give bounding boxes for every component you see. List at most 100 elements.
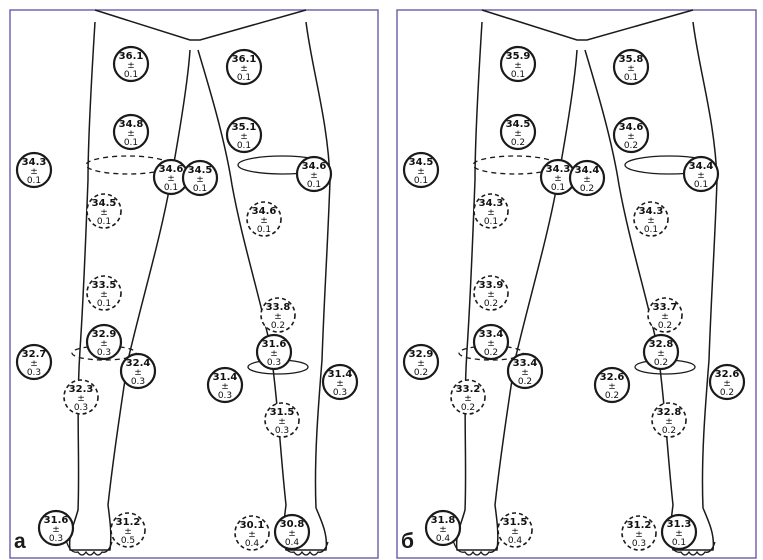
temperature-error: 0.1: [307, 180, 321, 190]
temperature-marker: 34.3±0.1: [634, 202, 668, 236]
temperature-marker: 32.9±0.2: [404, 345, 438, 379]
temperature-marker: 31.2±0.5: [111, 513, 145, 547]
temperature-error: 0.1: [644, 225, 658, 235]
temperature-marker: 36.1±0.1: [227, 50, 261, 84]
temperature-error: 0.4: [285, 538, 300, 548]
temperature-marker: 36.1±0.1: [114, 47, 148, 81]
temperature-marker: 31.4±0.3: [323, 365, 357, 399]
temperature-marker: 34.5±0.2: [501, 115, 535, 149]
temperature-marker: 34.3±0.1: [474, 194, 508, 228]
temperature-error: 0.1: [97, 217, 111, 227]
temperature-error: 0.3: [632, 539, 646, 549]
temperature-error: 0.2: [518, 377, 532, 387]
temperature-error: 0.1: [624, 73, 638, 83]
temperature-error: 0.1: [237, 73, 251, 83]
left-foot-outline: [453, 540, 499, 555]
temperature-error: 0.1: [193, 184, 207, 194]
temperature-marker: 31.5±0.3: [265, 403, 299, 437]
temperature-error: 0.2: [720, 388, 734, 398]
temperature-error: 0.2: [484, 348, 498, 358]
temperature-marker: 34.8±0.1: [114, 115, 148, 149]
temperature-error: 0.3: [333, 388, 347, 398]
right-leg-outline: [585, 22, 717, 550]
temperature-marker: 32.8±0.2: [644, 335, 678, 369]
temperature-error: 0.1: [484, 217, 498, 227]
temperature-error: 0.5: [121, 536, 135, 546]
temperature-marker: 31.6±0.3: [39, 511, 73, 545]
temperature-marker: 35.1±0.1: [227, 118, 261, 152]
temperature-marker: 34.5±0.1: [183, 161, 217, 195]
temperature-error: 0.3: [218, 391, 232, 401]
temperature-marker: 33.8±0.2: [261, 298, 295, 332]
temperature-marker: 32.6±0.2: [710, 365, 744, 399]
temperature-marker: 34.5±0.1: [87, 194, 121, 228]
temperature-marker: 30.8±0.4: [275, 515, 309, 549]
temperature-error: 0.2: [658, 321, 672, 331]
temperature-error: 0.4: [436, 534, 451, 544]
temperature-marker: 31.5±0.4: [498, 513, 532, 547]
temperature-error: 0.1: [124, 138, 138, 148]
temperature-marker: 31.4±0.3: [208, 368, 242, 402]
temperature-error: 0.2: [654, 358, 668, 368]
temperature-error: 0.3: [74, 403, 88, 413]
temperature-marker: 34.5±0.1: [404, 153, 438, 187]
panel-frame: [10, 10, 378, 558]
temperature-error: 0.1: [672, 538, 686, 548]
panel-letter: а: [14, 530, 26, 553]
temperature-marker: 31.8±0.4: [426, 511, 460, 545]
temperature-error: 0.1: [257, 225, 271, 235]
temperature-error: 0.1: [414, 176, 428, 186]
temperature-error: 0.2: [511, 138, 525, 148]
temperature-error: 0.2: [624, 141, 638, 151]
temperature-error: 0.3: [97, 348, 111, 358]
temperature-marker: 30.1±0.4: [235, 516, 269, 550]
temperature-error: 0.3: [131, 377, 145, 387]
temperature-error: 0.2: [271, 321, 285, 331]
panel-b: 35.9±0.1 34.5±0.2 34.5±0.1 34.3±0.1 34.3±0.1…: [397, 10, 756, 558]
temperature-error: 0.2: [461, 403, 475, 413]
temperature-error: 0.1: [511, 70, 525, 80]
temperature-marker: 35.8±0.1: [614, 50, 648, 84]
temperature-error: 0.2: [662, 426, 676, 436]
temperature-error: 0.3: [267, 358, 281, 368]
temperature-marker: 33.4±0.2: [474, 325, 508, 359]
temperature-error: 0.1: [694, 180, 708, 190]
temperature-marker: 31.3±0.1: [662, 515, 696, 549]
temperature-marker: 33.5±0.1: [87, 276, 121, 310]
temperature-marker: 32.4±0.3: [121, 354, 155, 388]
panel-letter: б: [401, 530, 414, 553]
left-foot-outline: [66, 540, 112, 555]
temperature-marker: 32.7±0.3: [17, 345, 51, 379]
temperature-marker: 34.4±0.2: [570, 161, 604, 195]
temperature-error: 0.4: [245, 539, 260, 549]
temperature-error: 0.2: [484, 299, 498, 309]
temperature-error: 0.3: [275, 426, 289, 436]
temperature-error: 0.1: [237, 141, 251, 151]
pelvis-outline: [95, 10, 306, 40]
temperature-marker: 34.6±0.1: [297, 157, 331, 191]
temperature-marker: 31.2±0.3: [622, 516, 656, 550]
temperature-marker: 33.9±0.2: [474, 276, 508, 310]
temperature-error: 0.3: [27, 368, 41, 378]
temperature-marker: 35.9±0.1: [501, 47, 535, 81]
temperature-error: 0.2: [414, 368, 428, 378]
temperature-marker: 32.3±0.3: [64, 380, 98, 414]
temperature-error: 0.1: [124, 70, 138, 80]
temperature-marker: 31.6±0.3: [257, 335, 291, 369]
temperature-error: 0.1: [97, 299, 111, 309]
temperature-marker: 32.6±0.2: [595, 368, 629, 402]
temperature-error: 0.2: [580, 184, 594, 194]
panel-a: 36.1±0.1 34.8±0.1 34.3±0.1 34.6±0.1 34.5±0.1…: [10, 10, 378, 558]
temperature-error: 0.1: [551, 183, 565, 193]
temperature-error: 0.1: [27, 176, 41, 186]
temperature-marker: 33.4±0.2: [508, 354, 542, 388]
temperature-marker: 34.4±0.1: [684, 157, 718, 191]
temperature-error: 0.3: [49, 534, 63, 544]
temperature-error: 0.4: [508, 536, 523, 546]
temperature-marker: 34.6±0.1: [247, 202, 281, 236]
temperature-marker: 34.3±0.1: [17, 153, 51, 187]
temperature-error: 0.2: [605, 391, 619, 401]
temperature-error: 0.1: [164, 183, 178, 193]
temperature-marker: 34.6±0.2: [614, 118, 648, 152]
